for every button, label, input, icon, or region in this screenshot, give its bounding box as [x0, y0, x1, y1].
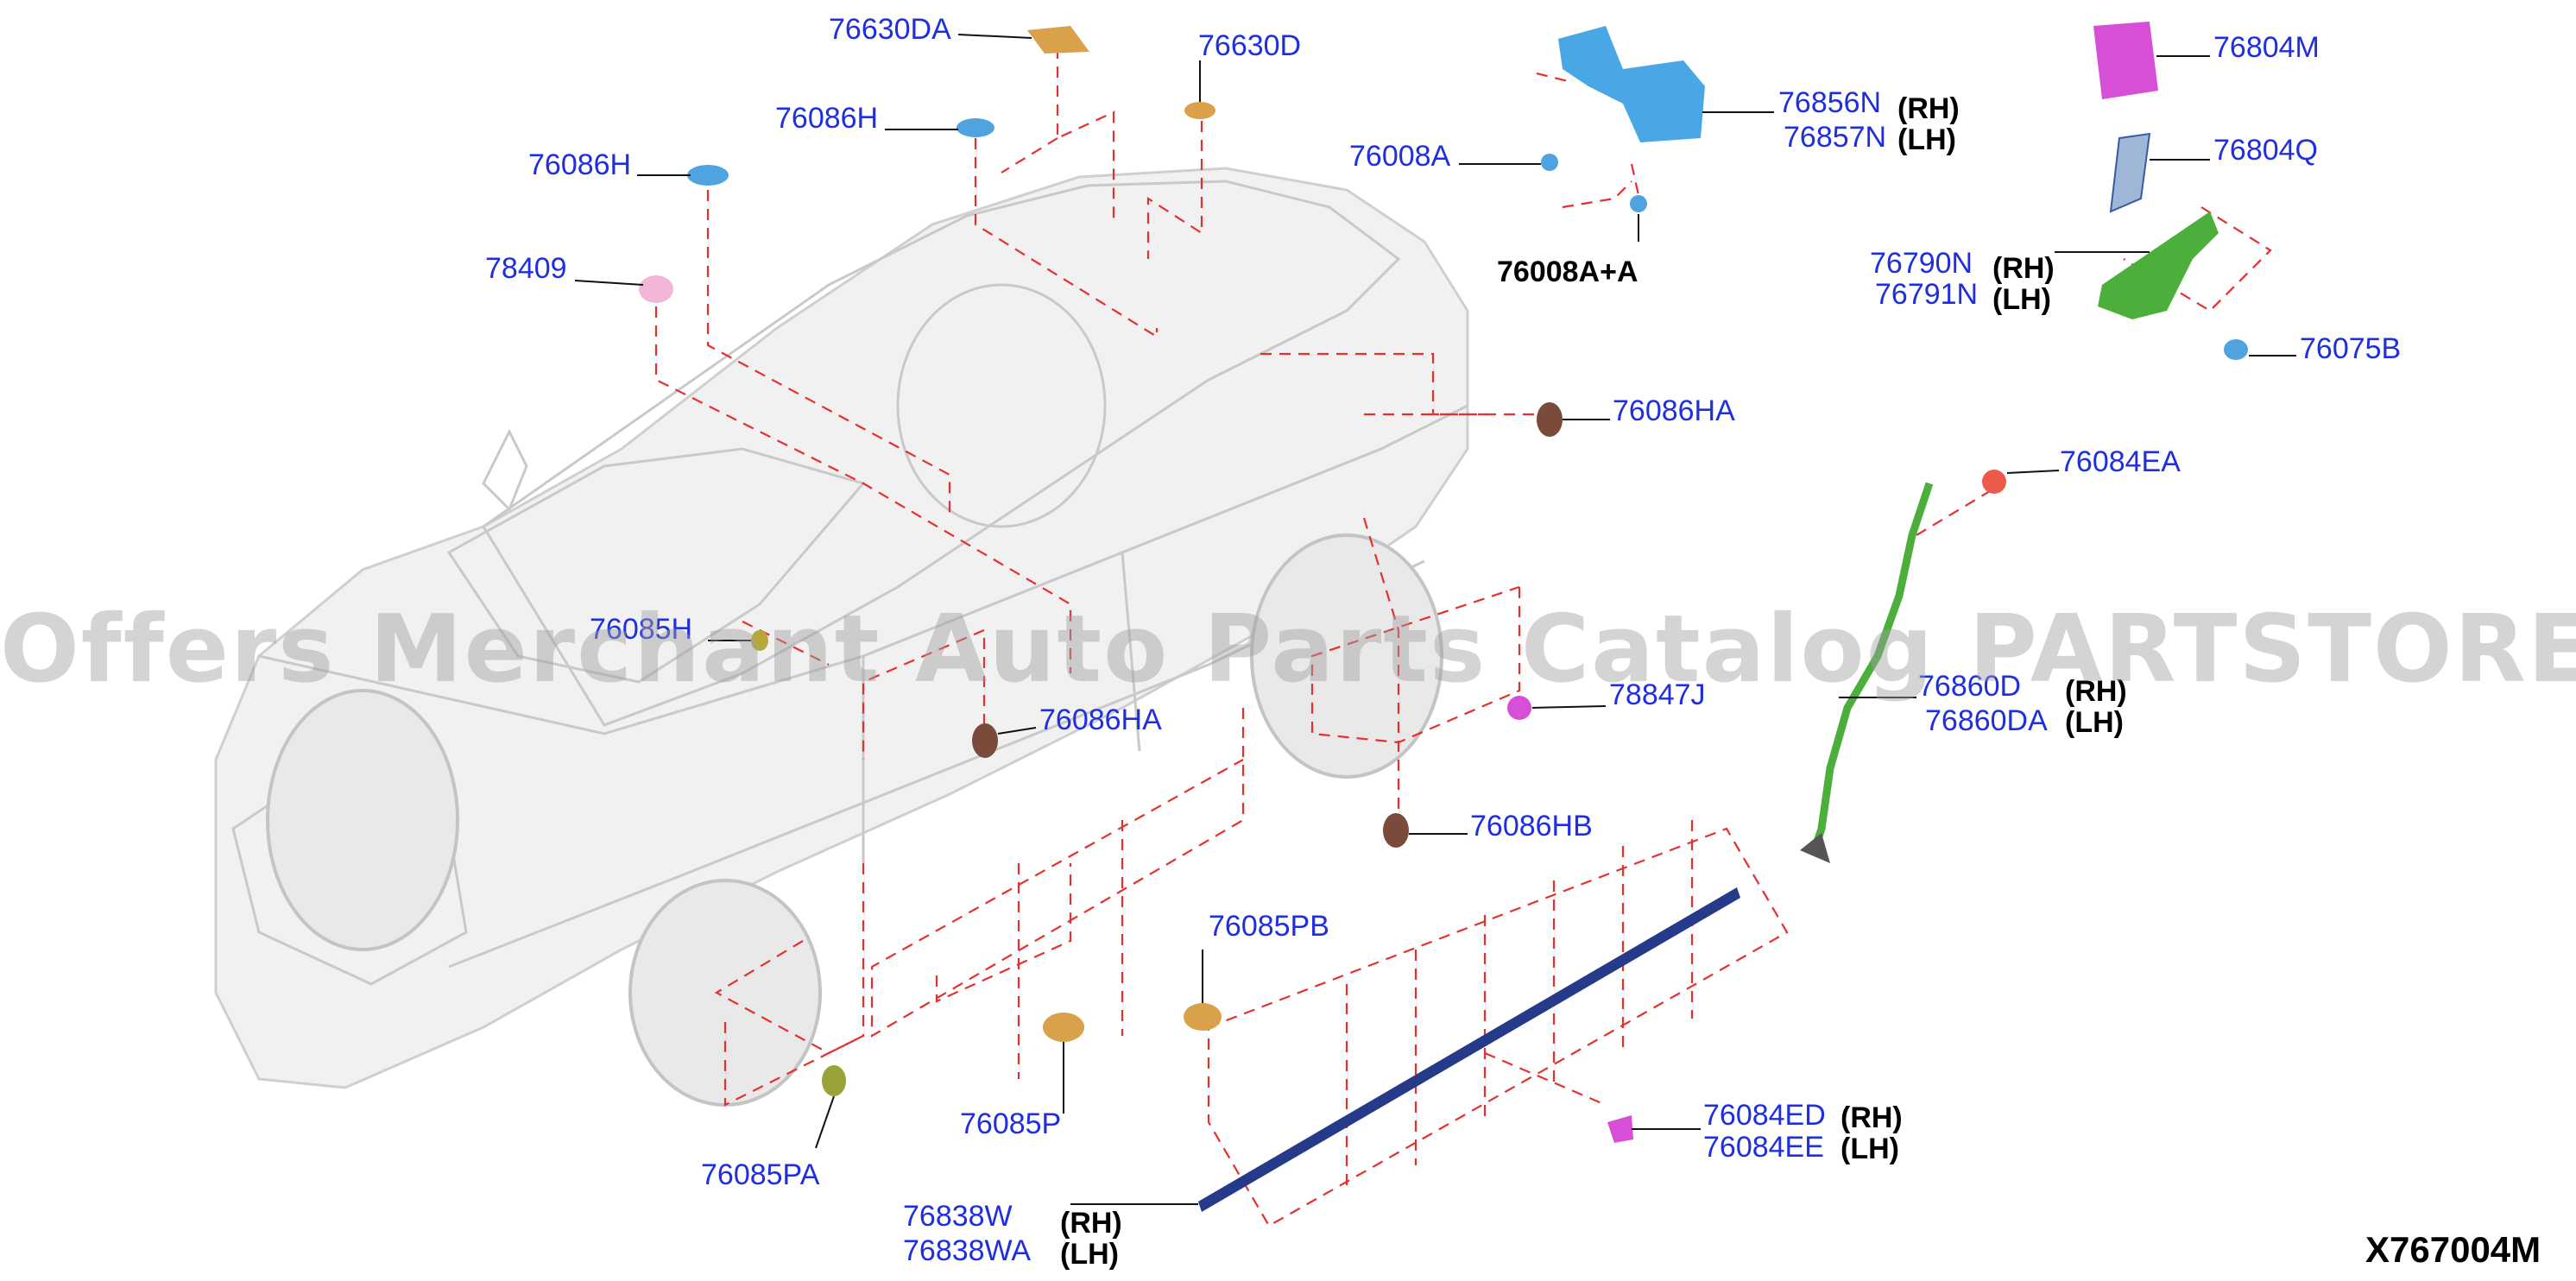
label-76086H-top[interactable]: 76086H	[775, 102, 878, 135]
clip-76085P-shape	[1043, 1013, 1084, 1042]
label-76085PA[interactable]: 76085PA	[701, 1158, 820, 1191]
label-76857N[interactable]: 76857N	[1784, 121, 1886, 154]
leader-lines	[574, 34, 2296, 1205]
label-76084ED-side: (RH)	[1840, 1101, 1903, 1134]
label-76860DA-side: (LH)	[2065, 706, 2124, 739]
car-windshield	[446, 447, 866, 684]
bracket-76856N-shape	[1558, 26, 1705, 142]
label-76085PB[interactable]: 76085PB	[1209, 910, 1329, 943]
label-78409[interactable]: 78409	[485, 252, 567, 285]
car-roof	[481, 180, 1401, 727]
clip-76085H-shape	[751, 630, 768, 651]
label-76085P[interactable]: 76085P	[960, 1107, 1061, 1140]
diagram-code: X767004M	[2365, 1229, 2541, 1270]
cover-76804M-shape	[2093, 22, 2158, 99]
spare-wheel-ghost	[896, 283, 1107, 528]
label-76838WA[interactable]: 76838WA	[903, 1234, 1031, 1267]
clip-76086H-top-shape	[957, 118, 994, 137]
plate-76804Q-shape	[2109, 132, 2151, 213]
clip-76086HA-rear-shape	[1537, 402, 1563, 437]
label-76084EE-side: (LH)	[1840, 1133, 1899, 1165]
seal-76860D-end	[1800, 833, 1830, 863]
label-76790N-side: (RH)	[1992, 252, 2055, 285]
label-76790N[interactable]: 76790N	[1870, 247, 1973, 280]
part-labels: 76630DA 76630D 76086H 76086H 78409 76856…	[485, 13, 2541, 1271]
clip-76085PB-shape	[1184, 1003, 1222, 1031]
clip-76085PA-shape	[822, 1065, 846, 1096]
label-76857N-side: (LH)	[1897, 123, 1956, 156]
label-76838W[interactable]: 76838W	[903, 1200, 1013, 1233]
label-76856N[interactable]: 76856N	[1778, 86, 1881, 119]
label-76630DA[interactable]: 76630DA	[829, 13, 951, 46]
label-76084EA[interactable]: 76084EA	[2060, 445, 2181, 478]
vehicle-illustration	[214, 167, 1469, 1107]
label-76086HB[interactable]: 76086HB	[1470, 810, 1593, 842]
label-76086H-left[interactable]: 76086H	[528, 148, 631, 181]
label-76075B[interactable]: 76075B	[2300, 332, 2401, 365]
label-76791N-side: (LH)	[1992, 283, 2051, 316]
label-76838WA-side: (LH)	[1060, 1238, 1119, 1271]
clip-76086H-left-shape	[687, 165, 729, 186]
label-78847J[interactable]: 78847J	[1609, 678, 1706, 711]
clip-76630D-shape	[1184, 102, 1215, 119]
label-76860D-side: (RH)	[2065, 675, 2127, 708]
label-76008AA[interactable]: 76008A+A	[1497, 256, 1638, 288]
moulding-76838W-shape	[1198, 887, 1740, 1212]
part-graphics	[639, 22, 2248, 1212]
label-76086HA-rear[interactable]: 76086HA	[1613, 394, 1735, 427]
label-76860DA[interactable]: 76860DA	[1925, 704, 2048, 737]
seal-76860D-shape	[1809, 482, 1934, 856]
clip-76086HB-shape	[1383, 813, 1409, 848]
label-76856N-side: (RH)	[1897, 92, 1960, 125]
clip-76084EA-shape	[1982, 470, 2006, 494]
car-mirror	[482, 428, 528, 512]
car-body	[214, 167, 1469, 1089]
bracket-76790N-shape	[2098, 211, 2219, 319]
label-76084ED[interactable]: 76084ED	[1703, 1099, 1826, 1132]
label-76084EE[interactable]: 76084EE	[1703, 1131, 1824, 1164]
label-76008A[interactable]: 76008A	[1349, 140, 1451, 173]
clip-76008AA-shape	[1630, 195, 1647, 212]
label-76860D[interactable]: 76860D	[1918, 670, 2021, 703]
label-76804M[interactable]: 76804M	[2213, 31, 2320, 64]
car-beltline	[258, 404, 1468, 735]
clip-76084ED-shape	[1607, 1115, 1633, 1143]
front-wheel	[266, 689, 459, 951]
label-76085H[interactable]: 76085H	[590, 613, 692, 646]
clip-76008A-shape	[1541, 154, 1558, 171]
label-76630D[interactable]: 76630D	[1198, 29, 1301, 62]
label-76838W-side: (RH)	[1060, 1207, 1122, 1240]
clip-76075B-shape	[2224, 339, 2248, 360]
clip-78847J-shape	[1507, 696, 1531, 720]
rear-wheel	[1250, 533, 1443, 779]
label-76791N[interactable]: 76791N	[1875, 278, 1978, 311]
clip-76086HA-door-shape	[972, 723, 998, 758]
label-76086HA-door[interactable]: 76086HA	[1039, 704, 1162, 736]
clip-76630DA-shape	[1027, 26, 1089, 54]
clip-78409-shape	[639, 275, 673, 303]
label-76804Q[interactable]: 76804Q	[2213, 134, 2318, 167]
